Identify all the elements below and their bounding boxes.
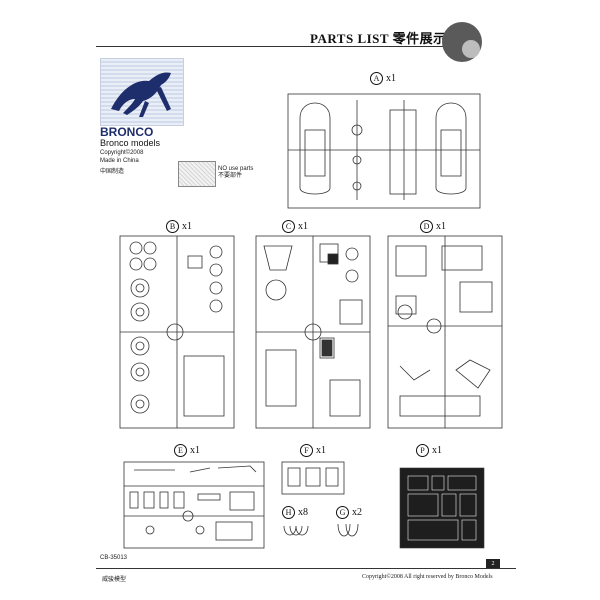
no-use-swatch bbox=[178, 161, 216, 187]
horse-logo-icon bbox=[111, 72, 171, 117]
no-use-en: NO use parts bbox=[218, 166, 254, 172]
brand-name: Bronco models bbox=[100, 138, 161, 148]
bronco-logo bbox=[100, 58, 184, 126]
sprue-c-drawing bbox=[255, 235, 371, 429]
sprue-h-drawing bbox=[283, 525, 309, 536]
sprue-d-drawing bbox=[387, 235, 503, 429]
no-use-note: NO use parts 不要部件 bbox=[218, 166, 253, 180]
sprue-e-drawing bbox=[123, 461, 265, 549]
sprue-g-drawing bbox=[337, 523, 359, 537]
copyright-text: Copyright©2008 bbox=[100, 150, 144, 156]
footer-left-text: 威骏模型 bbox=[102, 577, 127, 583]
logo-wordmark: BRONCO bbox=[100, 125, 154, 139]
footer-copyright: Copyright©2008 All right reserved by Bro… bbox=[362, 574, 493, 580]
sprue-b-drawing bbox=[119, 235, 235, 429]
no-use-cn: 不要部件 bbox=[218, 173, 243, 179]
made-in-text: Made in China bbox=[100, 158, 139, 164]
header-rule bbox=[96, 46, 476, 47]
made-in-cn-text: 中国制造 bbox=[100, 169, 125, 175]
catalog-number: CB-35013 bbox=[100, 555, 128, 561]
page-title: PARTS LIST 零件展示表: bbox=[310, 31, 465, 46]
page-number: 2 bbox=[486, 559, 500, 569]
footer-rule bbox=[96, 568, 516, 569]
sprue-a-drawing bbox=[287, 93, 481, 209]
decorative-circle-small bbox=[462, 40, 480, 58]
sprue-p-drawing bbox=[399, 467, 485, 549]
sprue-f-drawing bbox=[281, 461, 345, 495]
